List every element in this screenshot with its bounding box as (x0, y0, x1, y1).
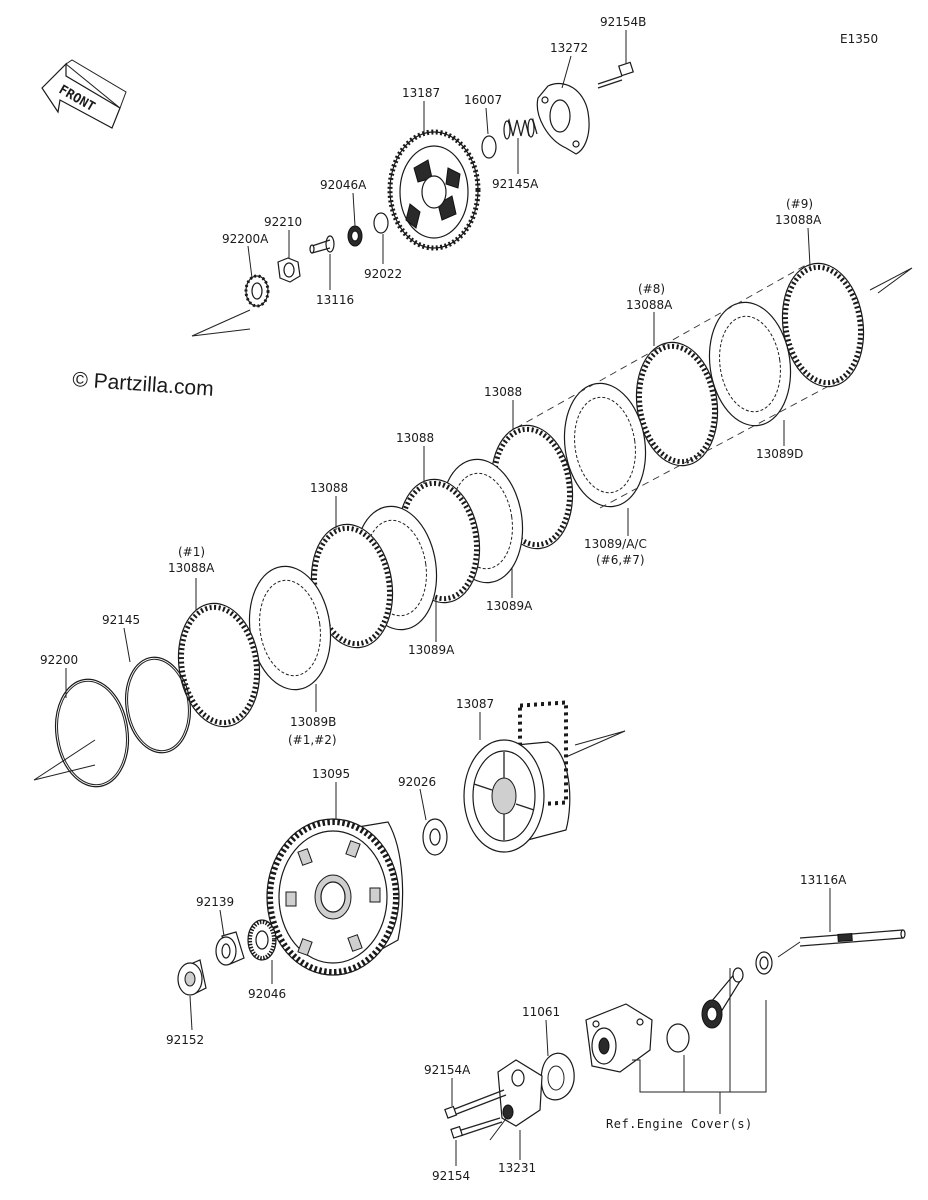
friction-plate-13088A-1[interactable] (171, 598, 267, 732)
label-13116A[interactable]: 13116A (800, 873, 847, 887)
label-13087[interactable]: 13087 (456, 697, 494, 711)
label-13088A-8[interactable]: 13088A (626, 298, 673, 312)
bolt-92154[interactable] (450, 1117, 503, 1139)
washer-92022[interactable] (373, 212, 389, 234)
label-13089D[interactable]: 13089D (756, 447, 803, 461)
friction-plate-13088A-9[interactable] (775, 258, 871, 392)
label-13272[interactable]: 13272 (550, 41, 588, 55)
friction-plate-13088-a[interactable] (304, 519, 400, 653)
diagram-code: E1350 (840, 32, 878, 46)
label-92026[interactable]: 92026 (398, 775, 436, 789)
spacer-92152[interactable] (177, 959, 207, 996)
front-arrow-icon: FRONT (41, 59, 127, 129)
watermark: © Partzilla.com (72, 368, 215, 401)
label-13095[interactable]: 13095 (312, 767, 350, 781)
label-13116[interactable]: 13116 (316, 293, 354, 307)
label-92154A[interactable]: 92154A (424, 1063, 471, 1077)
label-tag-8: (#8) (638, 282, 665, 296)
pressure-plate-13187[interactable] (387, 129, 481, 251)
label-13089AC[interactable]: 13089/A/C (584, 537, 647, 551)
label-tag-6-7: (#6,#7) (596, 553, 645, 567)
collar-92139[interactable] (215, 931, 245, 966)
label-13088A-9[interactable]: 13088A (775, 213, 822, 227)
label-tag-9: (#9) (786, 197, 813, 211)
label-16007[interactable]: 16007 (464, 93, 502, 107)
label-92145[interactable]: 92145 (102, 613, 140, 627)
label-13088-a[interactable]: 13088 (310, 481, 348, 495)
gasket-11061[interactable] (540, 1052, 575, 1101)
label-13231[interactable]: 13231 (498, 1161, 536, 1175)
label-92145A[interactable]: 92145A (492, 177, 539, 191)
oil-seal-right[interactable] (755, 951, 773, 975)
label-13088A-1[interactable]: 13088A (168, 561, 215, 575)
spring-92145A[interactable] (503, 117, 538, 140)
pushrod-13116[interactable] (309, 235, 335, 254)
clutch-hub-13087[interactable] (463, 700, 571, 853)
part-labels: 92154B 13272 13187 16007 92145A 92046A 9… (40, 15, 847, 1183)
label-13088-c[interactable]: 13088 (484, 385, 522, 399)
pressure-plate-cover-13272[interactable] (536, 82, 590, 155)
pushrod-13116A[interactable] (799, 929, 906, 947)
needle-bearing-92046[interactable] (247, 919, 277, 961)
ring-92200[interactable] (49, 675, 135, 792)
label-92200A[interactable]: 92200A (222, 232, 269, 246)
label-92046A[interactable]: 92046A (320, 178, 367, 192)
label-13089A-a[interactable]: 13089A (486, 599, 533, 613)
bolt-92154B[interactable] (597, 61, 635, 89)
washer-92200A[interactable] (244, 274, 270, 308)
o-ring[interactable] (666, 1023, 690, 1053)
label-tag-1: (#1) (178, 545, 205, 559)
label-92154[interactable]: 92154 (432, 1169, 470, 1183)
label-13089A-b[interactable]: 13089A (408, 643, 455, 657)
label-13187[interactable]: 13187 (402, 86, 440, 100)
release-housing[interactable] (585, 1003, 653, 1073)
label-92154B[interactable]: 92154B (600, 15, 646, 29)
ref-engine-cover-note: Ref.Engine Cover(s) (606, 1117, 753, 1131)
label-tag-1-2: (#1,#2) (288, 733, 337, 747)
label-92139[interactable]: 92139 (196, 895, 234, 909)
label-92200[interactable]: 92200 (40, 653, 78, 667)
label-92046[interactable]: 92046 (248, 987, 286, 1001)
nut-92210[interactable] (277, 257, 301, 283)
release-bearing[interactable] (701, 967, 744, 1029)
ring-92145[interactable] (120, 653, 197, 757)
label-13089B[interactable]: 13089B (290, 715, 336, 729)
bearing-92046A[interactable] (347, 225, 363, 247)
steel-plate-13089AC[interactable] (557, 378, 653, 512)
label-11061[interactable]: 11061 (522, 1005, 560, 1019)
washer-16007[interactable] (481, 135, 497, 159)
steel-plate-13089D[interactable] (702, 297, 798, 431)
washer-92026[interactable] (422, 818, 448, 856)
clutch-housing-13095[interactable] (266, 818, 404, 976)
label-13088-b[interactable]: 13088 (396, 431, 434, 445)
leader-lines (65, 30, 831, 1166)
release-lever-13231[interactable] (497, 1059, 543, 1127)
label-92210[interactable]: 92210 (264, 215, 302, 229)
label-92152[interactable]: 92152 (166, 1033, 204, 1047)
bolt-92154A[interactable] (444, 1089, 507, 1119)
label-92022[interactable]: 92022 (364, 267, 402, 281)
